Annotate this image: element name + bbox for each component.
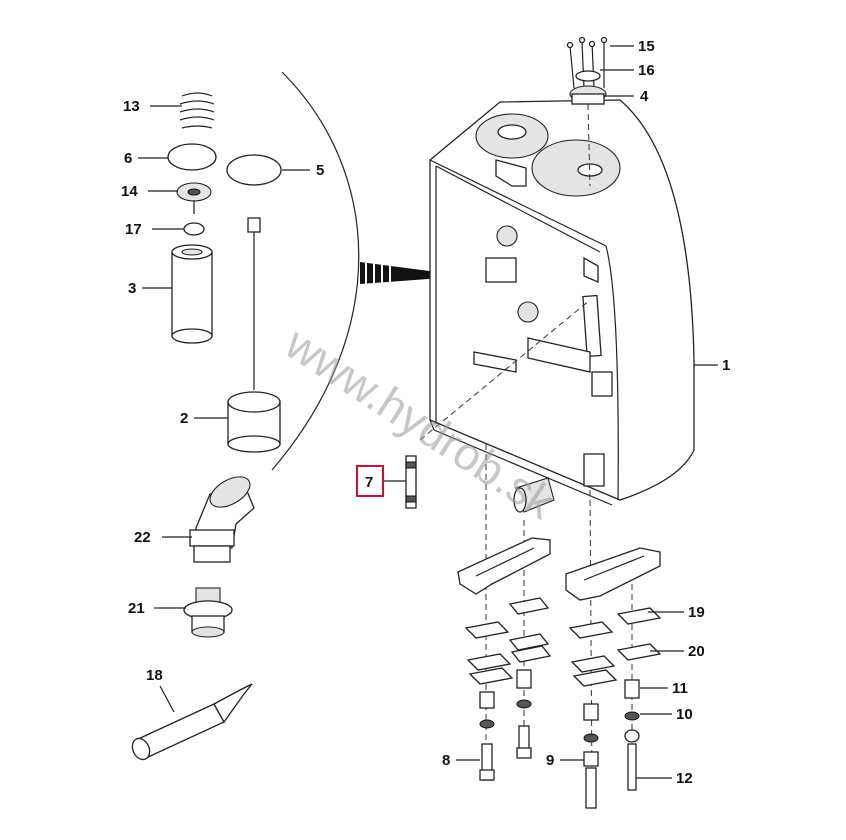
callout-16[interactable]: 16 bbox=[638, 62, 655, 79]
callout-11[interactable]: 11 bbox=[672, 680, 688, 697]
callout-21[interactable]: 21 bbox=[128, 600, 145, 617]
callout-20[interactable]: 20 bbox=[688, 643, 705, 660]
callout-12[interactable]: 12 bbox=[676, 770, 693, 787]
callout-2[interactable]: 2 bbox=[180, 410, 188, 427]
washer-16[interactable] bbox=[575, 70, 601, 82]
drain-plug-21[interactable] bbox=[183, 587, 233, 638]
callout-7[interactable]: 7 bbox=[365, 474, 373, 491]
elbow-fitting-22[interactable] bbox=[189, 471, 255, 563]
mounting-brackets[interactable] bbox=[457, 537, 661, 601]
oring-5[interactable] bbox=[226, 154, 282, 186]
callout-3[interactable]: 3 bbox=[128, 280, 136, 297]
filter-element-3[interactable] bbox=[171, 244, 213, 344]
oring-17[interactable] bbox=[183, 222, 205, 236]
callout-18[interactable]: 18 bbox=[146, 667, 163, 684]
installation-tool-18[interactable] bbox=[129, 683, 253, 762]
callout-4[interactable]: 4 bbox=[640, 88, 649, 105]
callout-15[interactable]: 15 bbox=[638, 38, 655, 55]
oring-6[interactable] bbox=[167, 143, 217, 171]
seal-14[interactable] bbox=[176, 182, 212, 214]
callout-17[interactable]: 17 bbox=[125, 221, 142, 238]
hydraulic-tank[interactable] bbox=[429, 99, 695, 513]
spring-13[interactable] bbox=[179, 92, 215, 129]
detail-circle-arc bbox=[271, 71, 360, 471]
sight-glass-7[interactable] bbox=[405, 455, 417, 509]
callout-1[interactable]: 1 bbox=[722, 357, 730, 374]
callout-8[interactable]: 8 bbox=[442, 752, 450, 769]
callout-13[interactable]: 13 bbox=[123, 98, 140, 115]
callout-22[interactable]: 22 bbox=[134, 529, 151, 546]
breather-cap-4[interactable] bbox=[569, 85, 607, 105]
float-gauge-2[interactable] bbox=[227, 217, 281, 453]
callout-6[interactable]: 6 bbox=[124, 150, 132, 167]
bolts-and-nuts[interactable] bbox=[479, 669, 640, 809]
axis-line-e bbox=[419, 299, 591, 441]
leader-lines bbox=[138, 45, 718, 779]
callout-10[interactable]: 10 bbox=[676, 706, 693, 723]
callout-labels: 13 6 14 17 3 2 5 15 16 4 1 7 22 21 18 8 … bbox=[121, 38, 730, 787]
axis-line-top bbox=[587, 103, 591, 187]
callout-7-highlight-box bbox=[356, 465, 384, 497]
callout-9[interactable]: 9 bbox=[546, 752, 554, 769]
detail-pointer-arrow bbox=[360, 262, 468, 284]
callout-19[interactable]: 19 bbox=[688, 604, 705, 621]
callout-14[interactable]: 14 bbox=[121, 183, 138, 200]
callout-5[interactable]: 5 bbox=[316, 162, 324, 179]
shims-19-20[interactable] bbox=[464, 597, 662, 687]
